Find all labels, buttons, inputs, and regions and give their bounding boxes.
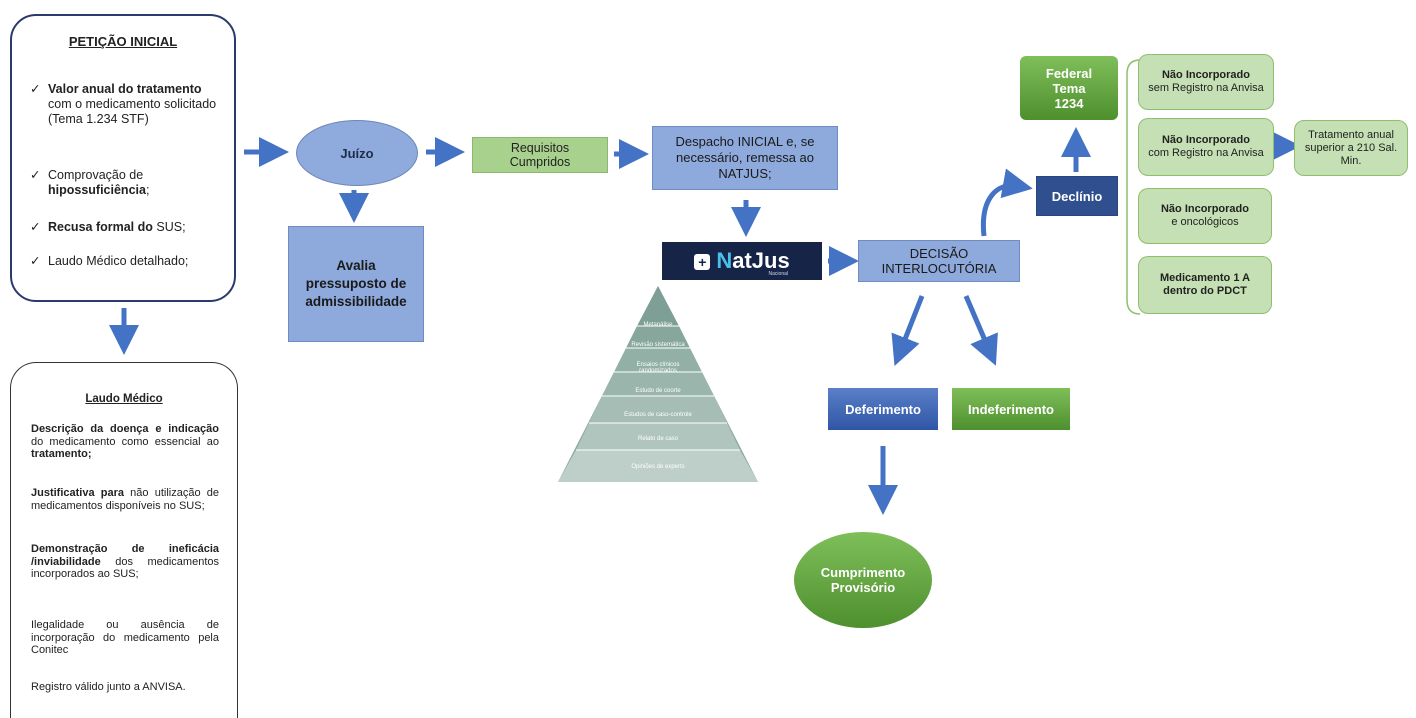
pyramid-level-5: Estudos de caso-controle [624,412,692,418]
evidence-pyramid [558,286,758,482]
peticao-inicial-box: PETIÇÃO INICIAL ✓ Valor anual do tratame… [10,14,236,302]
laudo-descricao: Descrição da doença e indicação do medic… [31,423,219,460]
pyramid-level-3: Ensaios clínicos randomizados [636,362,680,374]
laudo-ilegalidade: Ilegalidade ou ausência de incorporação … [31,619,219,656]
decisao-interlocutoria-box: DECISÃO INTERLOCUTÓRIA [858,240,1020,282]
pyramid-level-6: Relato de caso [637,436,679,442]
peticao-item-valor: ✓ Valor anual do tratamento com o medica… [30,82,217,126]
federal-tema-box: Federal Tema 1234 [1020,56,1118,120]
avalia-admissibilidade-box: Avalia pressuposto de admissibilidade [288,226,424,342]
pyramid-level-1: Metanálise [643,322,673,328]
check-icon: ✓ [30,220,41,234]
arrow-decisao-declinio [980,168,1033,237]
check-icon: ✓ [30,82,41,96]
requisitos-cumpridos-box: Requisitos Cumpridos [472,137,608,173]
arrow-decisao-deferimento [891,295,925,366]
natjus-logo: +NatJus Nacional [662,242,822,280]
natjus-subtitle: Nacional [768,271,788,277]
deferimento-box: Deferimento [828,388,938,430]
pyramid-level-2: Revisão sistemática [631,342,685,348]
laudo-medico-box: Laudo Médico Descrição da doença e indic… [10,362,238,718]
cumprimento-provisorio-node: Cumprimento Provisório [794,532,932,628]
laudo-ineficacia: Demonstração de ineficácia /inviabilidad… [31,543,219,580]
options-bracket [1126,59,1141,315]
peticao-title: PETIÇÃO INICIAL [68,34,178,49]
tratamento-anual-box: Tratamento anual superior a 210 Sal. Min… [1294,120,1408,176]
laudo-title: Laudo Médico [85,393,163,405]
check-icon: ✓ [30,254,41,268]
option-medicamento-1a: Medicamento 1 A dentro do PDCT [1138,256,1272,314]
declinio-box: Declínio [1036,176,1118,216]
plus-icon: + [694,254,711,271]
pyramid-level-4: Estudo de coorte [635,388,681,394]
peticao-item-hipossuficiencia: ✓ Comprovação de hipossuficiência; [30,168,150,197]
indeferimento-box: Indeferimento [952,388,1070,430]
arrow-decisao-indeferimento [963,295,998,366]
laudo-registro: Registro válido junto a ANVISA. [31,681,186,693]
pyramid-level-7: Opiniões de experts [631,464,685,470]
peticao-item-recusa: ✓ Recusa formal do SUS; [30,220,186,234]
laudo-justificativa: Justificativa para não utilização de med… [31,487,219,512]
juizo-node: Juízo [296,120,418,186]
despacho-inicial-box: Despacho INICIAL e, se necessário, remes… [652,126,838,190]
peticao-item-laudo: ✓ Laudo Médico detalhado; [30,254,189,268]
check-icon: ✓ [30,168,41,182]
